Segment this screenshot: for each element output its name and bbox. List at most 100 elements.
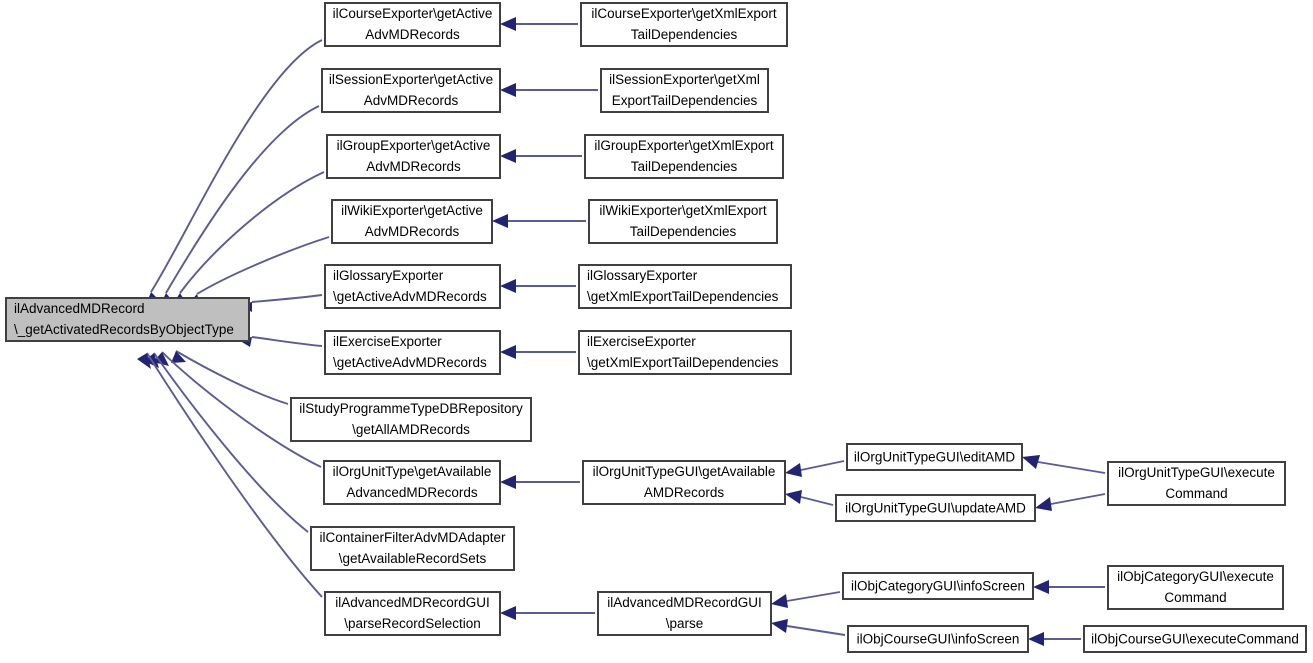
node-studyProgrammeRepo[interactable]: ilStudyProgrammeTypeDBRepository\getAllA… — [290, 397, 532, 442]
edge-line — [179, 171, 325, 294]
edge-orgUnitTypeGuiUpdateAmd-to-orgUnitTypeGuiGetAvail — [785, 490, 834, 506]
node-exerciseExpXml[interactable]: ilExerciseExporter\getXmlExportTailDepen… — [578, 330, 792, 375]
edge-orgUnitTypeGuiGetAvail-to-orgUnitType — [500, 475, 580, 489]
node-box[interactable] — [835, 494, 1036, 522]
node-label-line2: \getActiveAdvMDRecords — [333, 355, 487, 370]
node-label-line1: ilExerciseExporter — [587, 334, 696, 349]
arrowhead-icon — [171, 351, 186, 363]
node-box[interactable] — [847, 625, 1029, 653]
node-box[interactable] — [580, 2, 788, 47]
node-courseExpGetActive[interactable]: ilCourseExporter\getActiveAdvMDRecords — [324, 2, 501, 47]
node-label-line2: AdvMDRecords — [366, 159, 461, 174]
edge-line — [800, 496, 834, 506]
node-center[interactable]: ilAdvancedMDRecord\_getActivatedRecordsB… — [5, 297, 250, 342]
node-objCourseGuiInfo[interactable]: ilObjCourseGUI\infoScreen — [847, 625, 1029, 653]
node-exerciseExpGetActive[interactable]: ilExerciseExporter\getActiveAdvMDRecords — [324, 330, 501, 375]
node-box[interactable] — [290, 397, 532, 442]
arrowhead-icon — [785, 463, 802, 477]
node-box[interactable] — [588, 199, 778, 244]
node-groupExpGetActive[interactable]: ilGroupExporter\getActiveAdvMDRecords — [326, 134, 501, 179]
node-box[interactable] — [842, 572, 1034, 600]
edge-line — [165, 105, 320, 294]
node-box[interactable] — [324, 264, 501, 309]
edge-line — [161, 351, 322, 468]
node-box[interactable] — [324, 330, 501, 375]
node-courseExpXml[interactable]: ilCourseExporter\getXmlExportTailDepende… — [580, 2, 788, 47]
node-label-line1: ilGlossaryExporter — [587, 268, 698, 283]
node-orgUnitTypeGuiExec[interactable]: ilOrgUnitTypeGUI\executeCommand — [1107, 461, 1286, 506]
node-box[interactable] — [846, 443, 1023, 471]
node-label-line2: Command — [1165, 486, 1227, 501]
node-objCategoryGuiExec[interactable]: ilObjCategoryGUI\executeCommand — [1107, 565, 1284, 610]
node-objCategoryGuiInfo[interactable]: ilObjCategoryGUI\infoScreen — [842, 572, 1034, 600]
node-glossaryExpXml[interactable]: ilGlossaryExporter \getXmlExportTailDepen… — [578, 264, 792, 309]
node-box[interactable] — [578, 330, 792, 375]
arrowhead-icon — [500, 345, 516, 359]
node-label-line1: ilSessionExporter\getXml — [609, 72, 760, 87]
edge-orgUnitTypeGuiExec-to-orgUnitTypeGuiUpdateAmd — [1035, 493, 1106, 511]
node-amdRecordGuiParse[interactable]: ilAdvancedMDRecordGUI\parse — [597, 591, 772, 636]
edge-glossaryExpGetActive-to-center — [238, 294, 323, 312]
node-box[interactable] — [578, 264, 792, 309]
node-sessionExpGetActive[interactable]: ilSessionExporter\getActiveAdvMDRecords — [321, 68, 501, 113]
node-box[interactable] — [1107, 565, 1284, 610]
edge-line — [800, 460, 845, 471]
node-wikiExpGetActive[interactable]: ilWikiExporter\getActiveAdvMDRecords — [331, 199, 493, 244]
node-glossaryExpGetActive[interactable]: ilGlossaryExporter\getActiveAdvMDRecords — [324, 264, 501, 309]
node-label-line1: ilAdvancedMDRecordGUI — [607, 595, 762, 610]
arrowhead-icon — [785, 490, 802, 504]
node-box[interactable] — [1107, 461, 1286, 506]
arrowhead-icon — [1033, 580, 1049, 594]
node-label-line1: ilCourseExporter\getXmlExport — [591, 6, 777, 21]
arrowhead-icon — [1035, 497, 1052, 511]
node-box[interactable] — [323, 460, 501, 505]
node-wikiExpXml[interactable]: ilWikiExporter\getXmlExportTailDependenc… — [588, 199, 778, 244]
edge-courseExpXml-to-courseExpGetActive — [500, 17, 578, 31]
arrowhead-icon — [1022, 455, 1040, 469]
arrowhead-icon — [492, 214, 508, 228]
node-orgUnitTypeGuiEditAmd[interactable]: ilOrgUnitTypeGUI\editAMD — [846, 443, 1023, 471]
node-box[interactable] — [1083, 625, 1307, 653]
node-box[interactable] — [584, 134, 784, 179]
node-containerFilter[interactable]: ilContainerFilterAdvMDAdapter\getAvailab… — [310, 526, 515, 571]
edge-amdRecordGuiParse-to-amdRecordGuiParseSel — [500, 606, 595, 620]
node-amdRecordGuiParseSel[interactable]: ilAdvancedMDRecordGUI\parseRecordSelecti… — [324, 591, 501, 636]
node-box[interactable] — [331, 199, 493, 244]
node-box[interactable] — [600, 68, 769, 113]
node-sessionExpXml[interactable]: ilSessionExporter\getXmlExportTailDepend… — [600, 68, 769, 113]
node-box[interactable] — [324, 2, 501, 47]
arrowhead-icon — [1028, 632, 1044, 646]
node-label-line1: ilObjCategoryGUI\infoScreen — [851, 579, 1025, 594]
node-label-line1: ilSessionExporter\getActive — [329, 72, 493, 87]
node-label-line2: TailDependencies — [630, 224, 737, 239]
node-box[interactable] — [597, 591, 772, 636]
node-label-line2: ExportTailDependencies — [612, 93, 758, 108]
node-box[interactable] — [310, 526, 515, 571]
node-box[interactable] — [326, 134, 501, 179]
edge-objCourseGuiInfo-to-amdRecordGuiParse — [771, 619, 846, 636]
edge-orgUnitTypeGuiExec-to-orgUnitTypeGuiEditAmd — [1022, 455, 1106, 474]
node-label-line1: ilContainerFilterAdvMDAdapter — [319, 530, 506, 545]
node-groupExpXml[interactable]: ilGroupExporter\getXmlExportTailDependen… — [584, 134, 784, 179]
edge-groupExpXml-to-groupExpGetActive — [500, 149, 582, 163]
node-orgUnitType[interactable]: ilOrgUnitType\getAvailableAdvancedMDReco… — [323, 460, 501, 505]
arrowhead-icon — [500, 279, 516, 293]
edge-line — [786, 591, 841, 602]
node-box[interactable] — [5, 297, 250, 342]
arrowhead-icon — [500, 17, 516, 31]
node-orgUnitTypeGuiUpdateAmd[interactable]: ilOrgUnitTypeGUI\updateAMD — [835, 494, 1036, 522]
node-label-line2: AdvMDRecords — [365, 224, 460, 239]
node-objCourseGuiExec[interactable]: ilObjCourseGUI\executeCommand — [1083, 625, 1307, 653]
node-box[interactable] — [321, 68, 501, 113]
node-label-line1: ilOrgUnitTypeGUI\editAMD — [854, 450, 1016, 465]
node-label-line1: ilObjCourseGUI\infoScreen — [857, 632, 1020, 647]
edge-exerciseExpXml-to-exerciseExpGetActive — [500, 345, 576, 359]
node-box[interactable] — [324, 591, 501, 636]
edge-objCourseGuiExec-to-objCourseGuiInfo — [1028, 632, 1081, 646]
arrowhead-icon — [500, 83, 516, 97]
node-label-line2: \getXmlExportTailDependencies — [587, 289, 779, 304]
edge-wikiExpXml-to-wikiExpGetActive — [492, 214, 586, 228]
node-box[interactable] — [582, 460, 786, 505]
